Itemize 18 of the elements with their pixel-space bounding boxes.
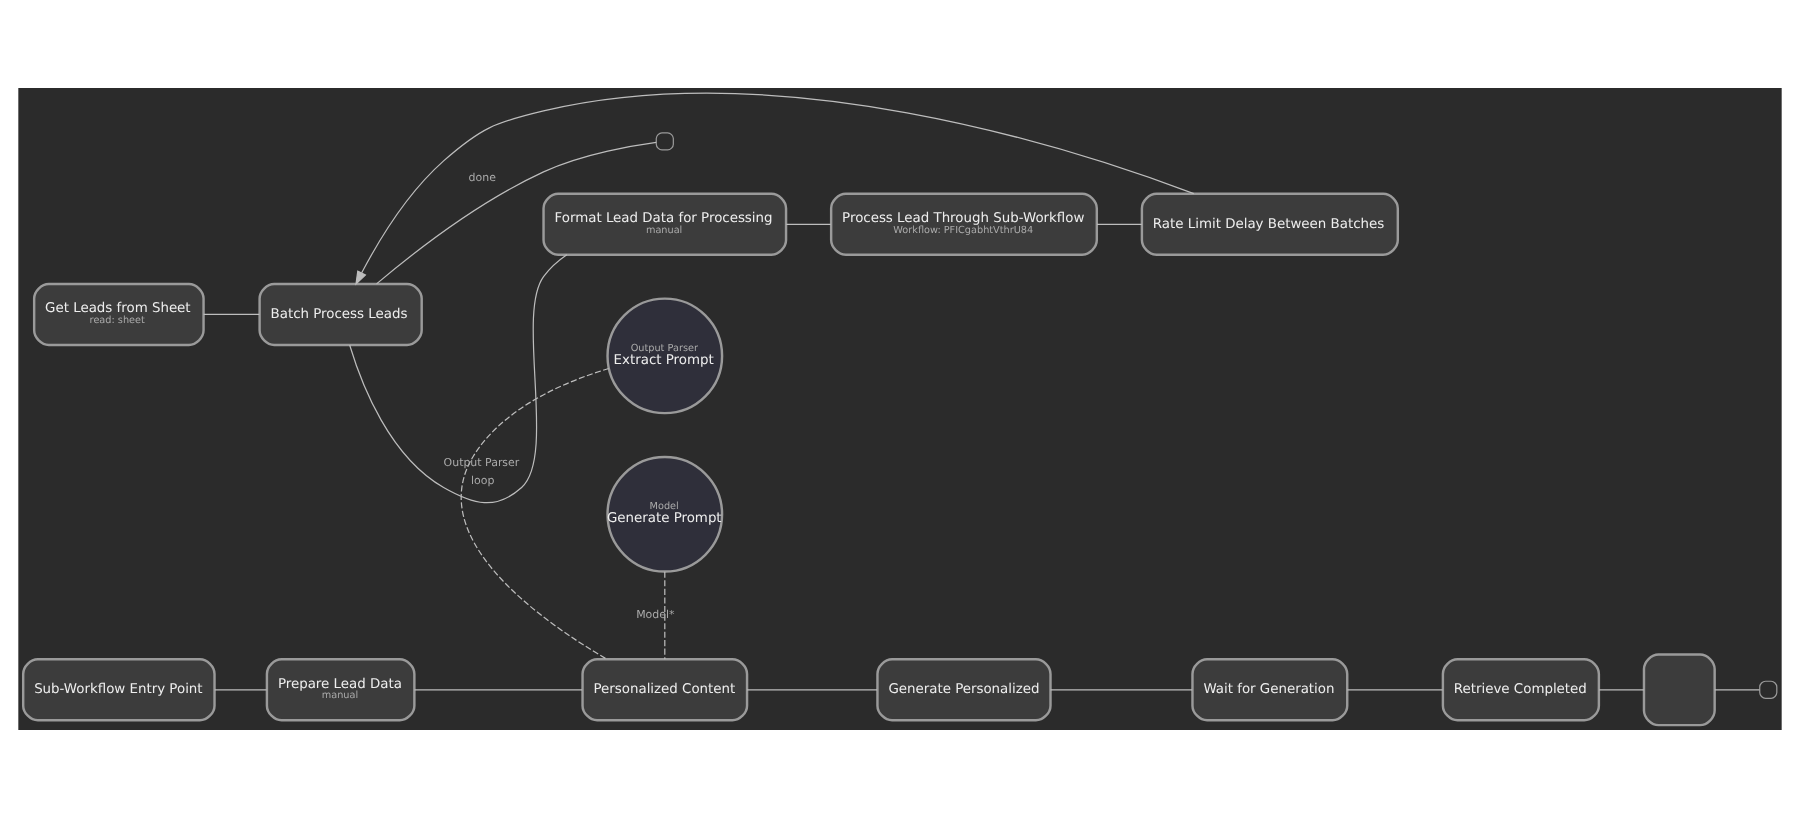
connector <box>785 223 832 225</box>
connector <box>1096 223 1143 225</box>
node-box <box>1642 653 1716 727</box>
arrow <box>355 92 1195 286</box>
connector <box>1598 689 1645 691</box>
connector <box>214 689 268 691</box>
connector <box>746 689 878 691</box>
connector <box>1346 689 1444 691</box>
connector <box>349 254 568 504</box>
connector <box>1714 689 1761 691</box>
connector <box>460 367 610 660</box>
connector <box>413 689 583 691</box>
node-box <box>655 132 674 151</box>
node-box <box>1759 680 1778 699</box>
connector <box>375 141 657 285</box>
connector <box>1049 689 1193 691</box>
connector <box>203 313 260 316</box>
connector <box>664 571 666 660</box>
